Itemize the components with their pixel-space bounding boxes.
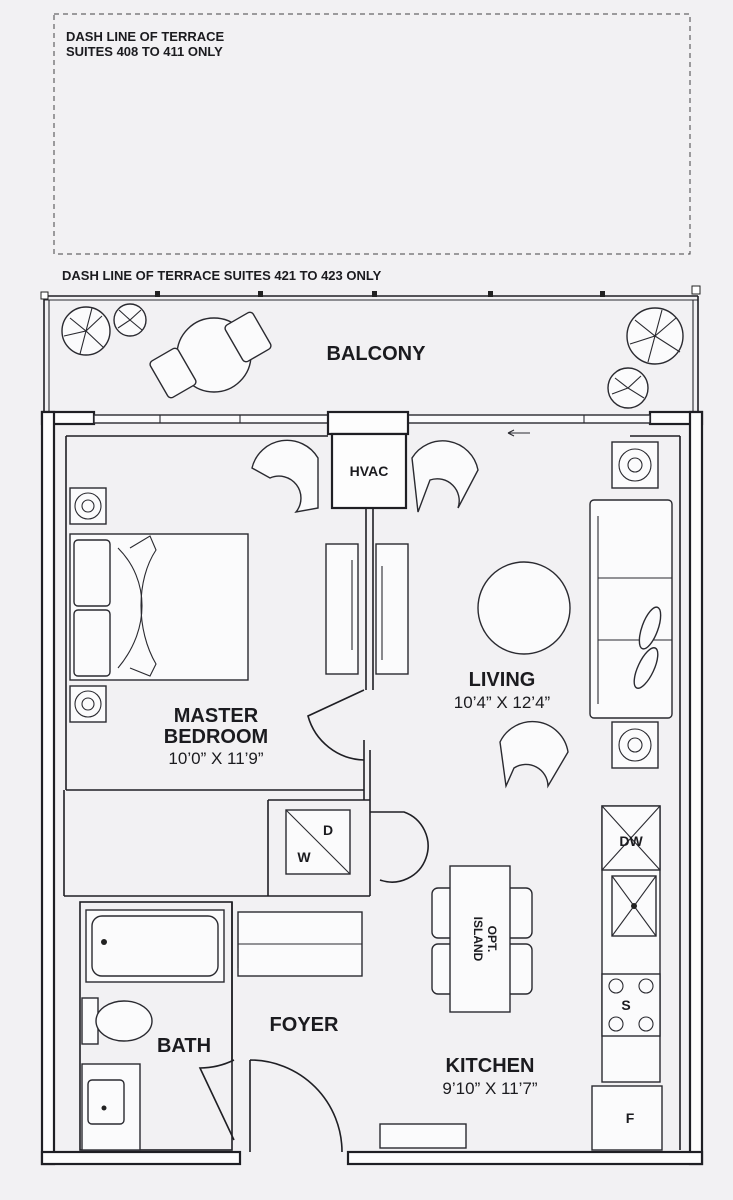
armchair-icon: [499, 720, 569, 789]
entry-mat-icon: [379, 1123, 467, 1149]
island-icon: [431, 865, 533, 1013]
side-table-icon: [611, 721, 659, 769]
bathtub-icon: [85, 909, 225, 983]
laundry-label-dryer: D: [323, 822, 333, 838]
plant-icon: [113, 303, 147, 337]
island-label-line2: ISLAND: [471, 917, 485, 962]
closet-icon: [325, 543, 409, 675]
vanity-sink-icon: [81, 1063, 141, 1151]
room-dim-master: 10’0” X 11’9”: [168, 749, 263, 768]
armchair-icon: [411, 440, 479, 513]
appliance-label-dishwasher: DW: [619, 833, 643, 849]
appliance-label-stove: S: [621, 997, 630, 1013]
island-label-line1: OPT.: [485, 926, 499, 953]
exterior-walls: [40, 410, 704, 1166]
laundry-icon: [285, 809, 351, 875]
bed-icon: [69, 533, 249, 681]
sofa-icon: [589, 499, 673, 719]
stove-icon: [601, 973, 661, 1037]
room-label-bath: BATH: [157, 1035, 211, 1057]
balcony-table-icon: [149, 311, 272, 399]
appliance-label-fridge: F: [626, 1110, 635, 1126]
room-dim-kitchen: 9’10” X 11’7”: [442, 1079, 537, 1098]
terrace-note-408-411-line1: DASH LINE OF TERRACE: [66, 29, 225, 44]
foyer-closet-icon: [237, 911, 363, 977]
terrace-note-421-423: DASH LINE OF TERRACE SUITES 421 TO 423 O…: [62, 268, 382, 283]
terrace-note-408-411-line2: SUITES 408 TO 411 ONLY: [66, 44, 223, 59]
plant-icon: [607, 367, 649, 409]
balcony-railing: [40, 285, 701, 412]
sink-icon: [611, 875, 657, 937]
room-label-hvac: HVAC: [350, 463, 389, 479]
door-swings: [198, 689, 429, 1153]
plant-icon: [626, 307, 684, 365]
toilet-icon: [81, 997, 153, 1045]
room-label-master-line2: BEDROOM: [164, 726, 268, 748]
room-label-master-line1: MASTER: [174, 705, 259, 727]
room-label-foyer: FOYER: [270, 1014, 339, 1036]
laundry-label-washer: W: [297, 849, 311, 865]
interior-walls: [63, 410, 681, 1151]
side-table-icon: [611, 441, 659, 489]
armchair-icon: [251, 439, 319, 514]
nightstand-icon: [69, 685, 107, 723]
room-label-living: LIVING: [469, 669, 536, 691]
room-label-balcony: BALCONY: [327, 343, 427, 365]
room-dim-living: 10’4” X 12’4”: [454, 693, 551, 712]
nightstand-icon: [69, 487, 107, 525]
plant-icon: [61, 306, 111, 356]
coffee-table-icon: [477, 561, 571, 655]
terrace-outline-408-411: [53, 13, 691, 255]
room-label-kitchen: KITCHEN: [446, 1055, 535, 1077]
fridge-icon: [591, 1085, 663, 1151]
